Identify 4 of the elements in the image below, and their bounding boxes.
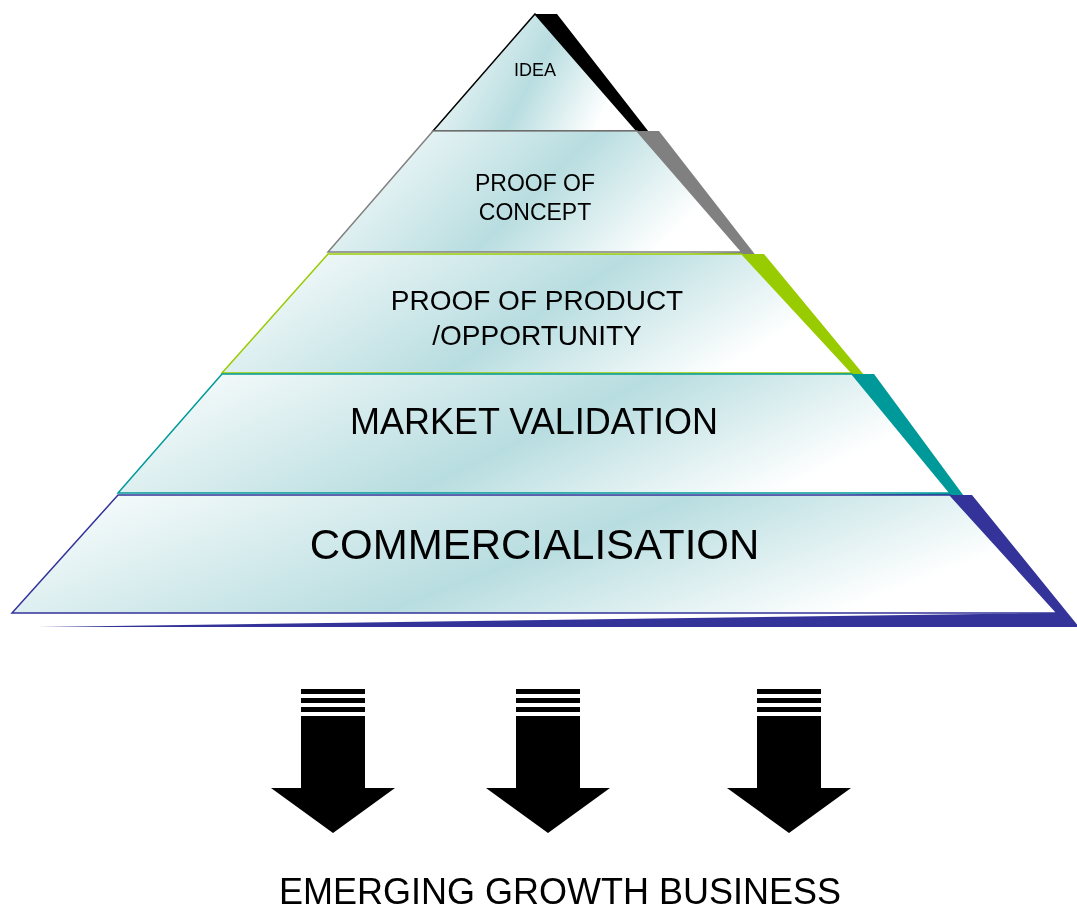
outcome-label: EMERGING GROWTH BUSINESS — [180, 870, 940, 913]
block-arrow — [486, 689, 610, 833]
block-arrow — [271, 689, 395, 833]
block-arrow — [727, 689, 851, 833]
